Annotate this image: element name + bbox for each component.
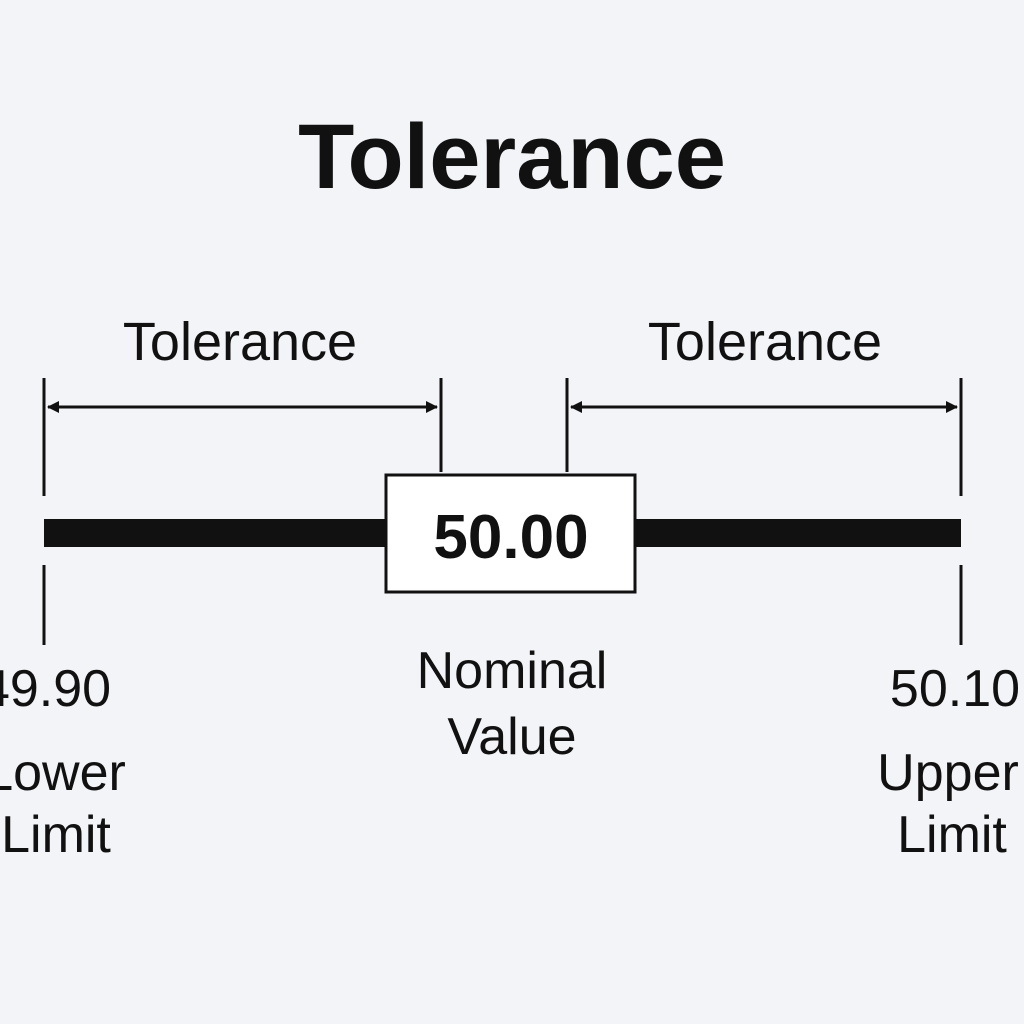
- left-tolerance-label: Tolerance: [123, 312, 357, 372]
- upper-limit-label-line1: Upper: [877, 744, 1019, 802]
- right-tolerance-label: Tolerance: [648, 312, 882, 372]
- nominal-value: 50.00: [433, 503, 588, 572]
- right-bar: [636, 519, 961, 547]
- nominal-label-line2: Value: [447, 708, 576, 766]
- extension-lines: [42, 378, 963, 645]
- nominal-value-box: [384, 473, 637, 594]
- diagram-title: Tolerance: [298, 106, 726, 208]
- lower-limit-label-line2: Limit: [1, 806, 111, 864]
- left-bar: [44, 519, 386, 547]
- lower-limit-value: 49.90: [0, 660, 111, 718]
- nominal-label-line1: Nominal: [417, 642, 608, 700]
- lower-limit-label-line1: Lower: [0, 744, 126, 802]
- upper-limit-value: 50.10: [890, 660, 1020, 718]
- upper-limit-label-line2: Limit: [897, 806, 1007, 864]
